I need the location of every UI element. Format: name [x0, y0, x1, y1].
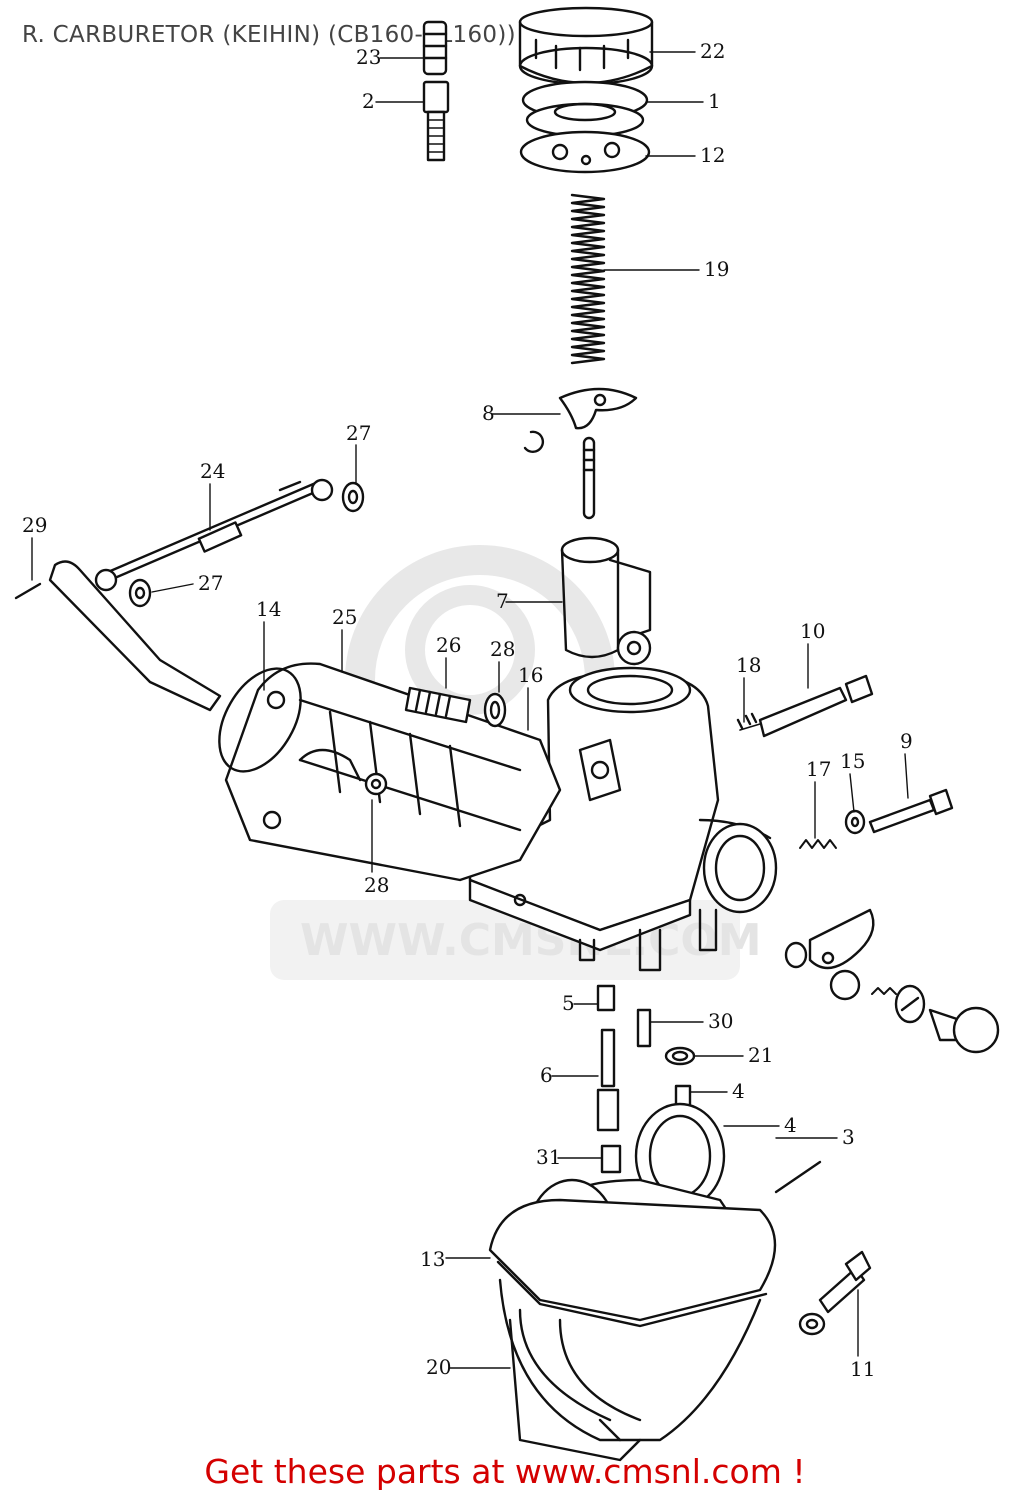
callout-label-6: 6 — [540, 1063, 553, 1087]
callout-label-26: 26 — [436, 633, 461, 657]
callout-label-15: 15 — [840, 749, 865, 773]
throttle-spring — [570, 193, 606, 365]
callout-label-24: 24 — [200, 459, 225, 483]
air-screw-part — [736, 674, 874, 738]
callout-label-18: 18 — [736, 653, 761, 677]
callout-label-10: 10 — [800, 619, 825, 643]
callout-label-14: 14 — [256, 597, 281, 621]
callout-label-28: 28 — [490, 637, 515, 661]
idle-screw-part — [799, 788, 954, 849]
callout-label-1: 1 — [708, 89, 721, 113]
callout-label-3: 3 — [842, 1125, 855, 1149]
callout-label-9: 9 — [900, 729, 913, 753]
callout-label-28: 28 — [364, 873, 389, 897]
callout-label-7: 7 — [496, 589, 509, 613]
carburetor-top-part — [521, 80, 649, 138]
carburetor-cap-ring — [518, 6, 654, 86]
callout-label-5: 5 — [562, 991, 575, 1015]
callout-label-19: 19 — [704, 257, 729, 281]
leader-lines — [31, 51, 909, 1369]
callout-label-25: 25 — [332, 605, 357, 629]
callout-label-17: 17 — [806, 757, 831, 781]
callout-label-31: 31 — [536, 1145, 561, 1169]
callout-label-4: 4 — [732, 1079, 745, 1103]
jet-assembly — [596, 984, 696, 1174]
callout-label-11: 11 — [850, 1357, 875, 1381]
callout-label-13: 13 — [420, 1247, 445, 1271]
callout-label-27: 27 — [346, 421, 371, 445]
footer-link-text[interactable]: Get these parts at www.cmsnl.com ! — [204, 1452, 806, 1491]
drain-screw — [798, 1250, 872, 1336]
callout-label-4: 4 — [784, 1113, 797, 1137]
callout-label-16: 16 — [518, 663, 543, 687]
callout-label-23: 23 — [356, 45, 381, 69]
callout-label-20: 20 — [426, 1355, 451, 1379]
throttle-stop-lever — [784, 908, 1000, 1054]
callout-label-2: 2 — [362, 89, 375, 113]
leader-line — [151, 583, 194, 593]
intake-throttle-body — [218, 662, 562, 882]
carburetor-body — [468, 666, 778, 972]
callout-label-27: 27 — [198, 571, 223, 595]
leader-line — [904, 753, 909, 799]
cable-adjuster-part — [422, 20, 450, 162]
choke-rod-assembly — [14, 478, 365, 712]
throttle-valve — [560, 536, 652, 666]
callout-label-21: 21 — [748, 1043, 773, 1067]
cap-gasket-plate — [519, 130, 651, 174]
adjusting-screw-part — [404, 686, 507, 728]
jet-needle-clip — [523, 387, 638, 520]
callout-label-29: 29 — [22, 513, 47, 537]
callout-label-12: 12 — [700, 143, 725, 167]
float-bowl — [488, 1198, 777, 1462]
callout-label-30: 30 — [708, 1009, 733, 1033]
callout-label-22: 22 — [700, 39, 725, 63]
leader-line — [849, 773, 855, 813]
callout-label-8: 8 — [482, 401, 495, 425]
